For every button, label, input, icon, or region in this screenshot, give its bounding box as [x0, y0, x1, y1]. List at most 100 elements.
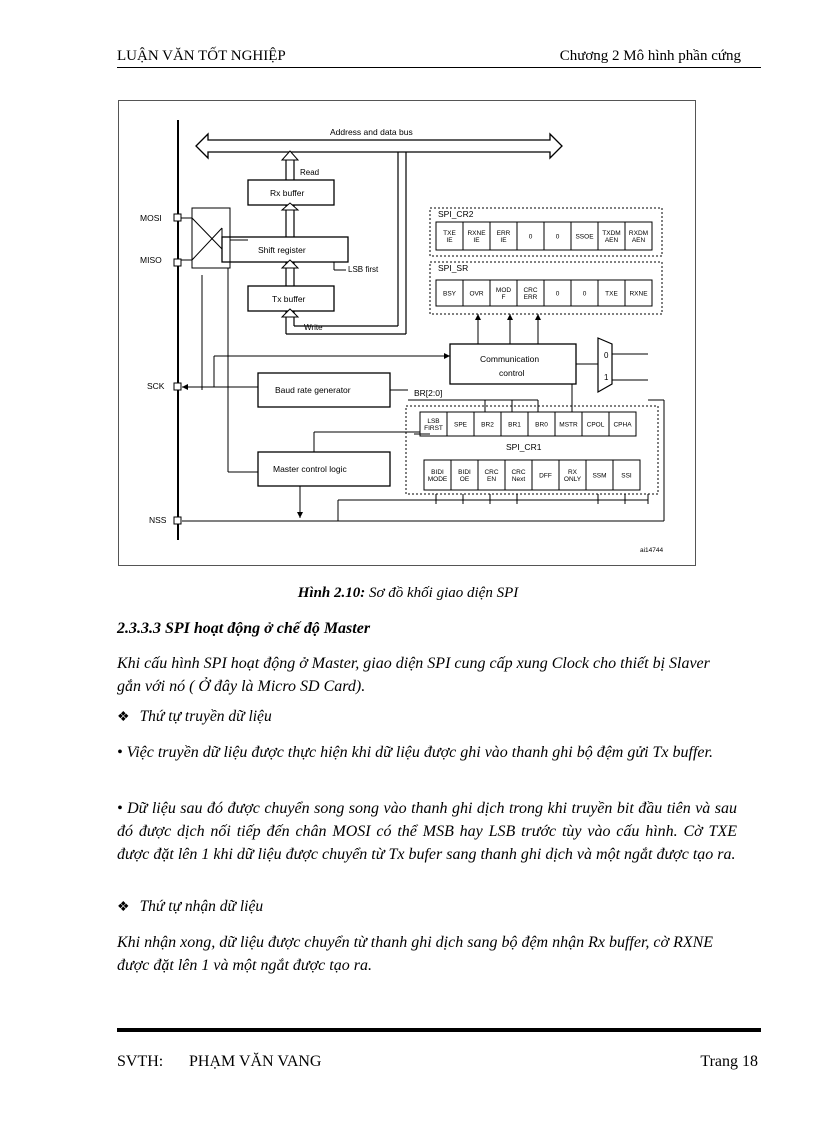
spi-sr-frame [429, 261, 663, 315]
receive-title: ❖ Thứ tự nhận dữ liệu [117, 898, 263, 916]
spi-cr1a-bit-label: CPOL [587, 422, 605, 429]
spi-sr-bit-label: TXE [605, 291, 618, 298]
spi-cr2-bit-label: SSOE [575, 234, 594, 241]
caption-text: Sơ đồ khối giao diện SPI [369, 585, 519, 601]
spi-sr-bit-label: OVR [469, 291, 483, 298]
spi-cr1b-bit-label: SSI [621, 473, 632, 480]
spi-sr-bit-cell [624, 279, 653, 307]
footer-rule [117, 1028, 761, 1032]
footer-svth-label: SVTH: [117, 1053, 164, 1070]
write-arrow: Write [280, 152, 407, 335]
spi-cr1b-bit-label: CRC [511, 469, 525, 476]
spi-cr1a-bit-label: BR2 [481, 422, 494, 429]
diamond-bullet-icon: ❖ [117, 900, 130, 915]
spi-cr2-bit-label: TXDM [602, 230, 620, 237]
mosi-label: MOSI [140, 213, 162, 223]
spi-sr-bit-cell [462, 279, 491, 307]
mux-0-label: 0 [604, 351, 609, 360]
spi-cr1a-bit-label: FIRST [424, 425, 443, 432]
comm-control-box [449, 343, 577, 385]
read-arrow: Read [280, 150, 319, 180]
spi-cr2-bit-label: ERR [497, 230, 511, 237]
spi-cr1a-bit-cell [419, 411, 448, 437]
bus-label: Address and data bus [330, 127, 413, 137]
spi-cr2-bit-label: AEN [605, 237, 619, 244]
spi-cr2-bit-label: AEN [632, 237, 646, 244]
spi-cr1b-bit-label: DFF [539, 473, 552, 480]
footer-author-name: PHẠM VĂN VANG [189, 1053, 322, 1070]
spi-cr2-bit-cell [435, 221, 464, 251]
spi-sr-bit-cell [435, 279, 464, 307]
br-label: BR[2:0] [414, 388, 442, 398]
spi-cr1a-bit-label: BR0 [535, 422, 548, 429]
intro-paragraph: Khi cấu hình SPI hoạt động ở Master, gia… [117, 655, 710, 695]
spi-sr-bit-label: F [502, 294, 506, 301]
spi-cr2-bit-cell [570, 221, 599, 251]
transmit-paragraph-2: • Dữ liệu sau đó được chuyển song song v… [117, 800, 737, 863]
spi-cr1b-bit-label: ONLY [564, 476, 582, 483]
master-control-label: Master control logic [273, 464, 347, 474]
shift-register-box [221, 236, 349, 263]
master-control-box [257, 451, 391, 487]
spi-cr2-bit-cell [597, 221, 626, 251]
transmit-paragraph-1: • Việc truyền dữ liệu được thực hiện khi… [117, 744, 713, 761]
spi-cr2-frame [429, 207, 663, 257]
spi-cr2-bit-label: RXDM [629, 230, 648, 237]
spi-cr1-label: SPI_CR1 [506, 442, 542, 452]
spi-cr1a-bit-label: BR1 [508, 422, 521, 429]
spi-cr2-bit-label: IE [473, 237, 480, 244]
comm-control-label-1: Communication [480, 354, 539, 364]
rx-buffer-label: Rx buffer [270, 188, 305, 198]
spi-cr1b-bit-label: CRC [484, 469, 498, 476]
spi-cr2-bit-cell [624, 221, 653, 251]
footer-page-number: Trang 18 [700, 1053, 758, 1070]
spi-cr1b-bit-cell [477, 459, 506, 491]
header-rule [117, 67, 761, 68]
spi-cr2-bit-label: 0 [556, 234, 560, 241]
spi-sr-bit-label: 0 [556, 291, 560, 298]
read-label: Read [300, 168, 319, 177]
spi-sr-bit-label: 0 [583, 291, 587, 298]
spi-cr1b-bit-label: Next [512, 476, 526, 483]
spi-diagram-svg: Address and data bus Read Rx buffer Shif… [118, 100, 696, 566]
sck-label: SCK [147, 381, 165, 391]
shift-register-label: Shift register [258, 245, 306, 255]
spi-cr1b-bit-cell [531, 459, 560, 491]
baud-rate-box [257, 372, 391, 408]
spi-sr-label: SPI_SR [438, 263, 468, 273]
diamond-bullet-icon: ❖ [117, 710, 130, 725]
miso-pin [173, 258, 182, 267]
spi-cr2-bit-label: RXNE [467, 230, 486, 237]
section-heading: 2.3.3.3 SPI hoạt động ở chế độ Master [117, 620, 371, 637]
spi-cr2-bit-label: IE [446, 237, 453, 244]
spi-cr2-bit-label: IE [500, 237, 507, 244]
spi-cr1b-bit-label: SSM [592, 473, 606, 480]
spi-cr1b-bit-cell [612, 459, 641, 491]
spi-cr1b-bit-label: EN [487, 476, 496, 483]
spi-cr1b-bit-cell [504, 459, 533, 491]
spi-cr2-bit-cell [516, 221, 545, 251]
transmit-title: ❖Thứ tự truyền dữ liệu [117, 708, 272, 726]
page-header: LUẬN VĂN TỐT NGHIỆP Chương 2 Mô hình phầ… [117, 48, 761, 68]
spi-cr1b-bit-label: OE [460, 476, 470, 483]
spi-cr1a-bit-cell [500, 411, 529, 437]
write-label: Write [304, 323, 323, 332]
spi-cr2-bit-label: TXE [443, 230, 456, 237]
receive-paragraph: Khi nhận xong, dữ liệu được chuyển từ th… [117, 934, 714, 974]
spi-sr-bit-label: CRC [523, 287, 537, 294]
baud-rate-label: Baud rate generator [275, 385, 351, 395]
nss-label: NSS [149, 515, 167, 525]
address-data-bus: Address and data bus [195, 127, 563, 160]
lsb-first-label: LSB first [348, 265, 379, 274]
nss-pin [173, 516, 182, 525]
receive-title-text: Thứ tự nhận dữ liệu [139, 898, 264, 915]
spi-cr1a-bit-label: LSB [427, 418, 439, 425]
sck-pin [173, 382, 182, 391]
spi-cr1b-bit-label: BIDI [458, 469, 471, 476]
miso-label: MISO [140, 255, 162, 265]
spi-cr1a-bit-label: MSTR [559, 422, 578, 429]
